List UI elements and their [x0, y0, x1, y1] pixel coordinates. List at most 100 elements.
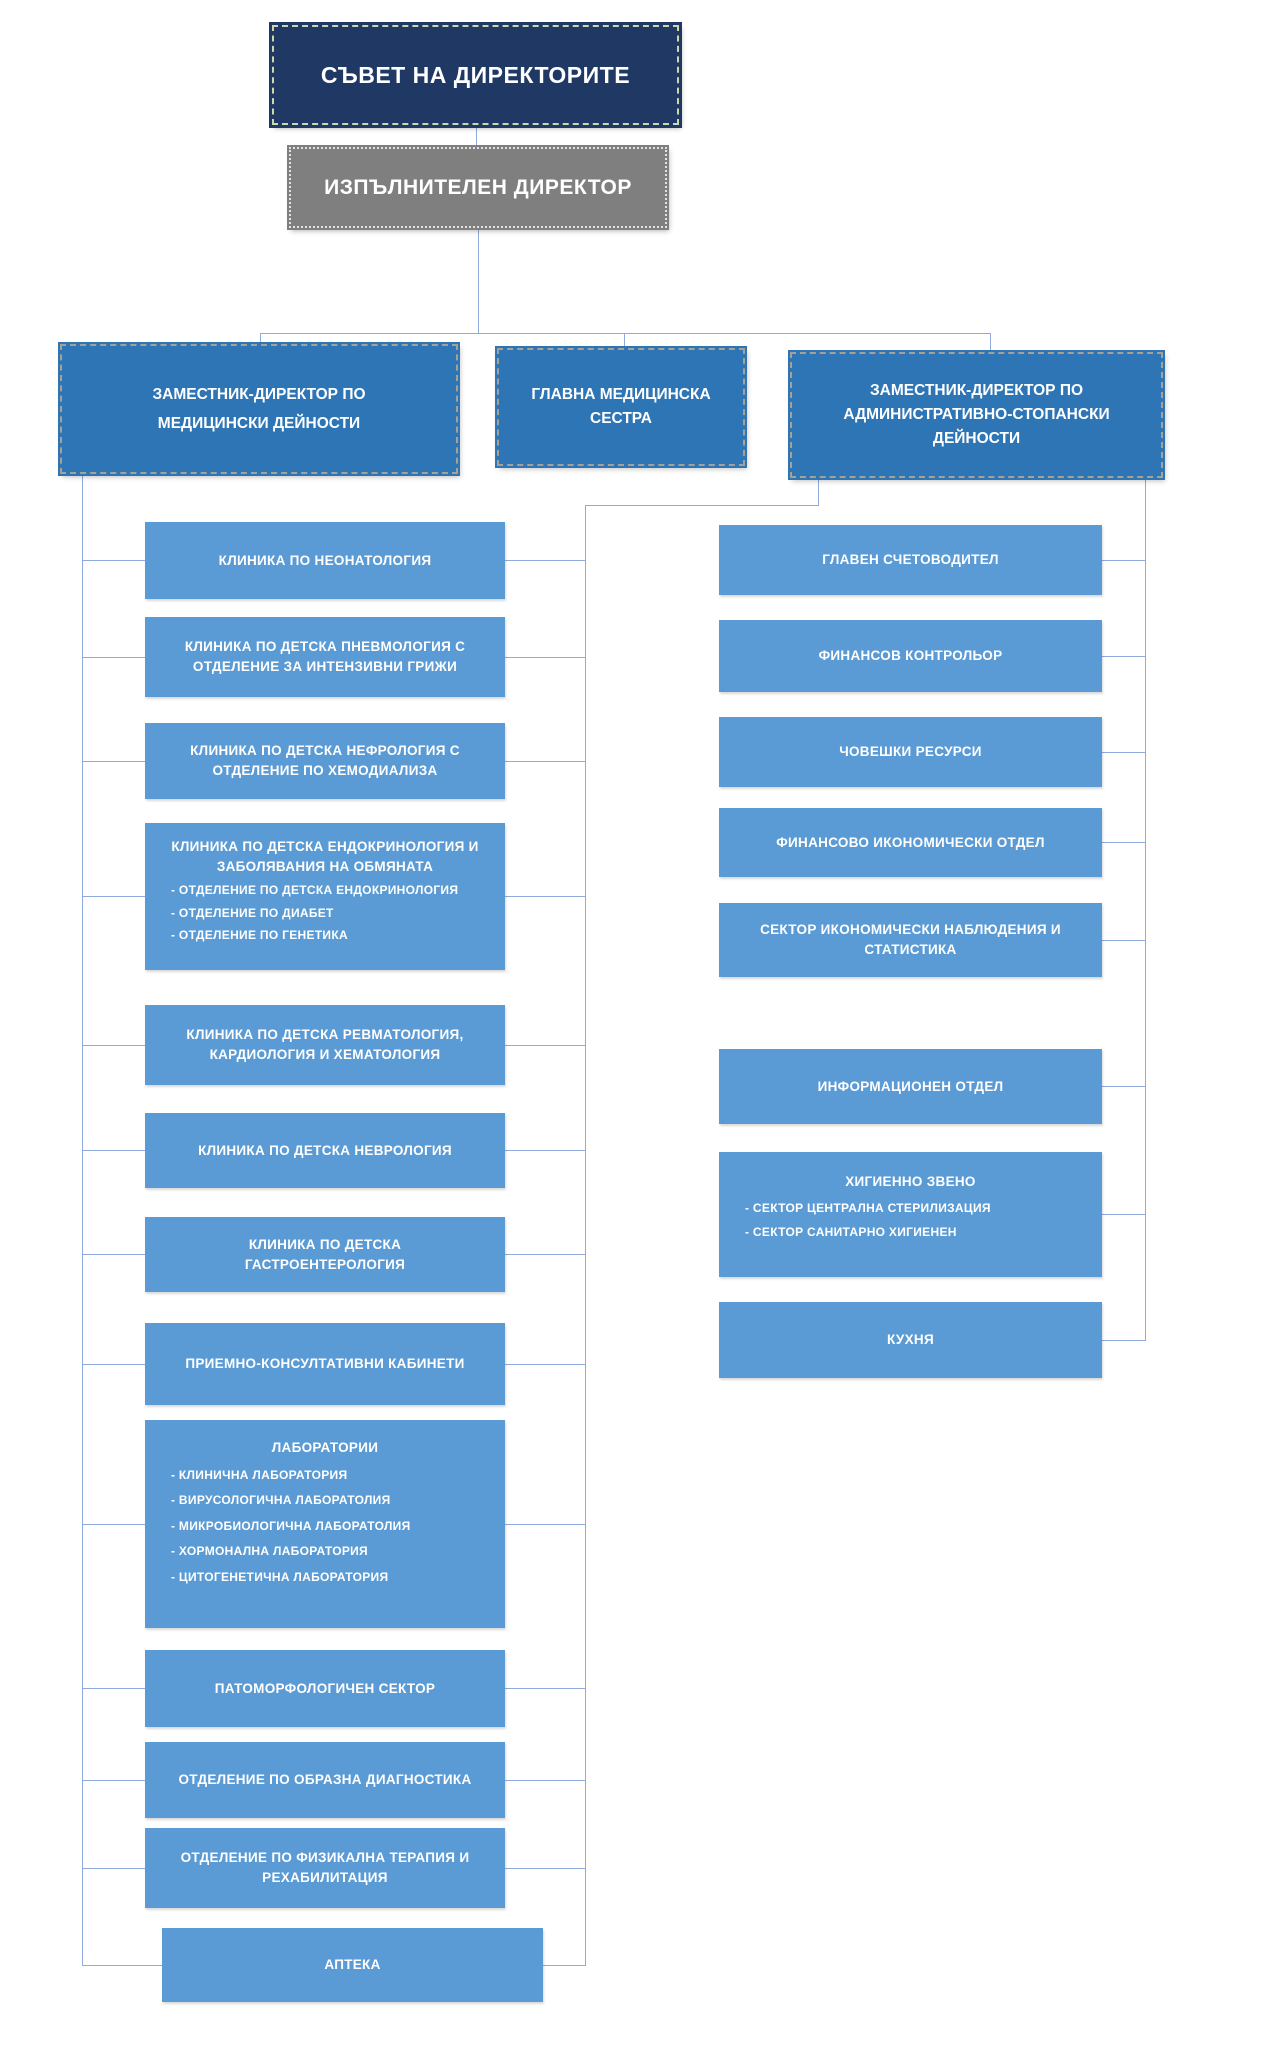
node-neurology-clinic: КЛИНИКА ПО ДЕТСКА НЕВРОЛОГИЯ — [145, 1113, 505, 1188]
connector-line — [82, 560, 145, 561]
node-label: ОТДЕЛЕНИЕ ПО ОБРАЗНА ДИАГНОСТИКА — [178, 1772, 472, 1788]
node-label: КЛИНИКА ПО ДЕТСКА ПНЕВМОЛОГИЯ С ОТДЕЛЕНИ… — [184, 639, 466, 674]
connector-line — [260, 333, 991, 334]
connector-line — [543, 1965, 585, 1966]
connector-line — [505, 896, 585, 897]
node-label: КЛИНИКА ПО ДЕТСКА ГАСТРОЕНТЕРОЛОГИЯ — [244, 1236, 406, 1272]
connector-line — [82, 761, 145, 762]
connector-line — [505, 560, 585, 561]
connector-line — [82, 1780, 145, 1781]
connector-line — [505, 1780, 585, 1781]
node-title: КЛИНИКА ПО ДЕТСКА ЕНДОКРИНОЛОГИЯ И ЗАБОЛ… — [171, 839, 479, 874]
node-pulmonology-clinic: КЛИНИКА ПО ДЕТСКА ПНЕВМОЛОГИЯ С ОТДЕЛЕНИ… — [145, 617, 505, 697]
connector-line — [476, 125, 477, 148]
node-kitchen: КУХНЯ — [719, 1302, 1102, 1378]
node-rheumatology-clinic: КЛИНИКА ПО ДЕТСКА РЕВМАТОЛОГИЯ, КАРДИОЛО… — [145, 1005, 505, 1085]
node-title: ЛАБОРАТОРИИ — [271, 1440, 379, 1455]
node-financial-controller: ФИНАНСОВ КОНТРОЛЬОР — [719, 620, 1102, 692]
node-label: ИЗПЪЛНИТЕЛЕН ДИРЕКТОР — [324, 175, 632, 199]
node-items: - СЕКТОР ЦЕНТРАЛНА СТЕРИЛИЗАЦИЯ - СЕКТОР… — [737, 1201, 1084, 1241]
node-label: ПАТОМОРФОЛОГИЧЕН СЕКТОР — [214, 1680, 436, 1696]
node-item: - ОТДЕЛЕНИЕ ПО ГЕНЕТИКА — [171, 928, 348, 943]
node-physical-therapy: ОТДЕЛЕНИЕ ПО ФИЗИКАЛНА ТЕРАПИЯ И РЕХАБИЛ… — [145, 1828, 505, 1908]
node-label: ФИНАНСОВ КОНТРОЛЬОР — [818, 648, 1003, 664]
node-label: АПТЕКА — [324, 1957, 381, 1973]
node-item: - ОТДЕЛЕНИЕ ПО ДИАБЕТ — [171, 905, 334, 920]
node-information-dept: ИНФОРМАЦИОНЕН ОТДЕЛ — [719, 1049, 1102, 1124]
node-item: - МИКРОБИОЛОГИЧНА ЛАБОРАТОЛИЯ — [171, 1518, 411, 1533]
node-board-of-directors: СЪВЕТ НА ДИРЕКТОРИТЕ — [272, 25, 679, 125]
node-nephrology-clinic: КЛИНИКА ПО ДЕТСКА НЕФРОЛОГИЯ С ОТДЕЛЕНИЕ… — [145, 723, 505, 799]
connector-line — [1102, 940, 1145, 941]
connector-line — [505, 1868, 585, 1869]
connector-line — [505, 761, 585, 762]
node-label: ОТДЕЛЕНИЕ ПО ФИЗИКАЛНА ТЕРАПИЯ И РЕХАБИЛ… — [180, 1850, 470, 1885]
connector-line — [1102, 1214, 1145, 1215]
connector-line — [82, 1364, 145, 1365]
node-human-resources: ЧОВЕШКИ РЕСУРСИ — [719, 717, 1102, 787]
connector-line — [1102, 656, 1145, 657]
node-item: - СЕКТОР ЦЕНТРАЛНА СТЕРИЛИЗАЦИЯ — [745, 1200, 991, 1215]
node-imaging-diagnostics: ОТДЕЛЕНИЕ ПО ОБРАЗНА ДИАГНОСТИКА — [145, 1742, 505, 1818]
connector-line — [82, 1688, 145, 1689]
node-label: ЧОВЕШКИ РЕСУРСИ — [839, 744, 982, 760]
node-label: КЛИНИКА ПО НЕОНАТОЛОГИЯ — [218, 552, 432, 568]
connector-line — [478, 228, 479, 334]
node-deputy-administrative: ЗАМЕСТНИК-ДИРЕКТОР ПО АДМИНИСТРАТИВНО-СТ… — [790, 352, 1163, 478]
node-chief-accountant: ГЛАВЕН СЧЕТОВОДИТЕЛ — [719, 525, 1102, 595]
node-laboratories: ЛАБОРАТОРИИ - КЛИНИЧНА ЛАБОРАТОРИЯ - ВИР… — [145, 1420, 505, 1628]
connector-line — [505, 1524, 585, 1525]
connector-line — [505, 1150, 585, 1151]
node-pathomorphology-sector: ПАТОМОРФОЛОГИЧЕН СЕКТОР — [145, 1650, 505, 1727]
connector-line — [82, 1254, 145, 1255]
node-label: ГЛАВНА МЕДИЦИНСКА СЕСТРА — [531, 385, 711, 427]
node-title: ХИГИЕННО ЗВЕНО — [845, 1174, 976, 1189]
node-gastroenterology-clinic: КЛИНИКА ПО ДЕТСКА ГАСТРОЕНТЕРОЛОГИЯ — [145, 1217, 505, 1292]
connector-line — [82, 1965, 162, 1966]
connector-line — [1102, 1086, 1145, 1087]
node-items: - КЛИНИЧНА ЛАБОРАТОРИЯ - ВИРУСОЛОГИЧНА Л… — [163, 1468, 487, 1586]
node-label: ГЛАВЕН СЧЕТОВОДИТЕЛ — [822, 552, 999, 568]
node-economic-statistics-sector: СЕКТОР ИКОНОМИЧЕСКИ НАБЛЮДЕНИЯ И СТАТИСТ… — [719, 903, 1102, 977]
node-items: - ОТДЕЛЕНИЕ ПО ДЕТСКА ЕНДОКРИНОЛОГИЯ - О… — [163, 883, 487, 944]
connector-line — [82, 474, 83, 1966]
node-label: СЕКТОР ИКОНОМИЧЕСКИ НАБЛЮДЕНИЯ И СТАТИСТ… — [760, 922, 1061, 957]
connector-line — [82, 1524, 145, 1525]
connector-line — [990, 333, 991, 353]
node-label: СЪВЕТ НА ДИРЕКТОРИТЕ — [320, 61, 631, 88]
node-item: - ХОРМОНАЛНА ЛАБОРАТОРИЯ — [171, 1544, 368, 1559]
node-hygiene-unit: ХИГИЕННО ЗВЕНО - СЕКТОР ЦЕНТРАЛНА СТЕРИЛ… — [719, 1152, 1102, 1277]
node-deputy-medical: ЗАМЕСТНИК-ДИРЕКТОР ПО МЕДИЦИНСКИ ДЕЙНОСТ… — [60, 344, 458, 474]
node-label: КЛИНИКА ПО ДЕТСКА НЕВРОЛОГИЯ — [198, 1142, 452, 1158]
node-label: КЛИНИКА ПО ДЕТСКА РЕВМАТОЛОГИЯ, КАРДИОЛО… — [186, 1027, 464, 1062]
node-neonatology-clinic: КЛИНИКА ПО НЕОНАТОЛОГИЯ — [145, 522, 505, 599]
connector-line — [505, 1045, 585, 1046]
connector-line — [1102, 752, 1145, 753]
node-item: - СЕКТОР САНИТАРНО ХИГИЕНЕН — [745, 1225, 957, 1240]
connector-line — [505, 1688, 585, 1689]
node-label: ЗАМЕСТНИК-ДИРЕКТОР ПО АДМИНИСТРАТИВНО-СТ… — [843, 381, 1110, 447]
node-financial-economic-dept: ФИНАНСОВО ИКОНОМИЧЕСКИ ОТДЕЛ — [719, 808, 1102, 877]
connector-line — [624, 333, 625, 349]
connector-line — [1102, 842, 1145, 843]
node-label: ЗАМЕСТНИК-ДИРЕКТОР ПО МЕДИЦИНСКИ ДЕЙНОСТ… — [152, 385, 366, 432]
connector-line — [82, 1150, 145, 1151]
node-item: - ВИРУСОЛОГИЧНА ЛАБОРАТОЛИЯ — [171, 1493, 391, 1508]
node-pharmacy: АПТЕКА — [162, 1928, 543, 2002]
node-consultation-offices: ПРИЕМНО-КОНСУЛТАТИВНИ КАБИНЕТИ — [145, 1323, 505, 1405]
connector-line — [82, 896, 145, 897]
connector-line — [82, 1868, 145, 1869]
node-endocrinology-clinic: КЛИНИКА ПО ДЕТСКА ЕНДОКРИНОЛОГИЯ И ЗАБОЛ… — [145, 823, 505, 970]
connector-line — [1102, 560, 1145, 561]
connector-line — [818, 478, 819, 506]
node-label: ФИНАНСОВО ИКОНОМИЧЕСКИ ОТДЕЛ — [776, 834, 1045, 850]
node-item: - КЛИНИЧНА ЛАБОРАТОРИЯ — [171, 1467, 348, 1482]
connector-line — [505, 657, 585, 658]
node-chief-nurse: ГЛАВНА МЕДИЦИНСКА СЕСТРА — [497, 348, 745, 466]
connector-line — [82, 657, 145, 658]
connector-line — [260, 333, 261, 345]
node-label: ИНФОРМАЦИОНЕН ОТДЕЛ — [817, 1078, 1004, 1094]
node-item: - ЦИТОГЕНЕТИЧНА ЛАБОРАТОРИЯ — [171, 1569, 389, 1584]
connector-line — [585, 505, 586, 1966]
node-item: - ОТДЕЛЕНИЕ ПО ДЕТСКА ЕНДОКРИНОЛОГИЯ — [171, 883, 459, 898]
